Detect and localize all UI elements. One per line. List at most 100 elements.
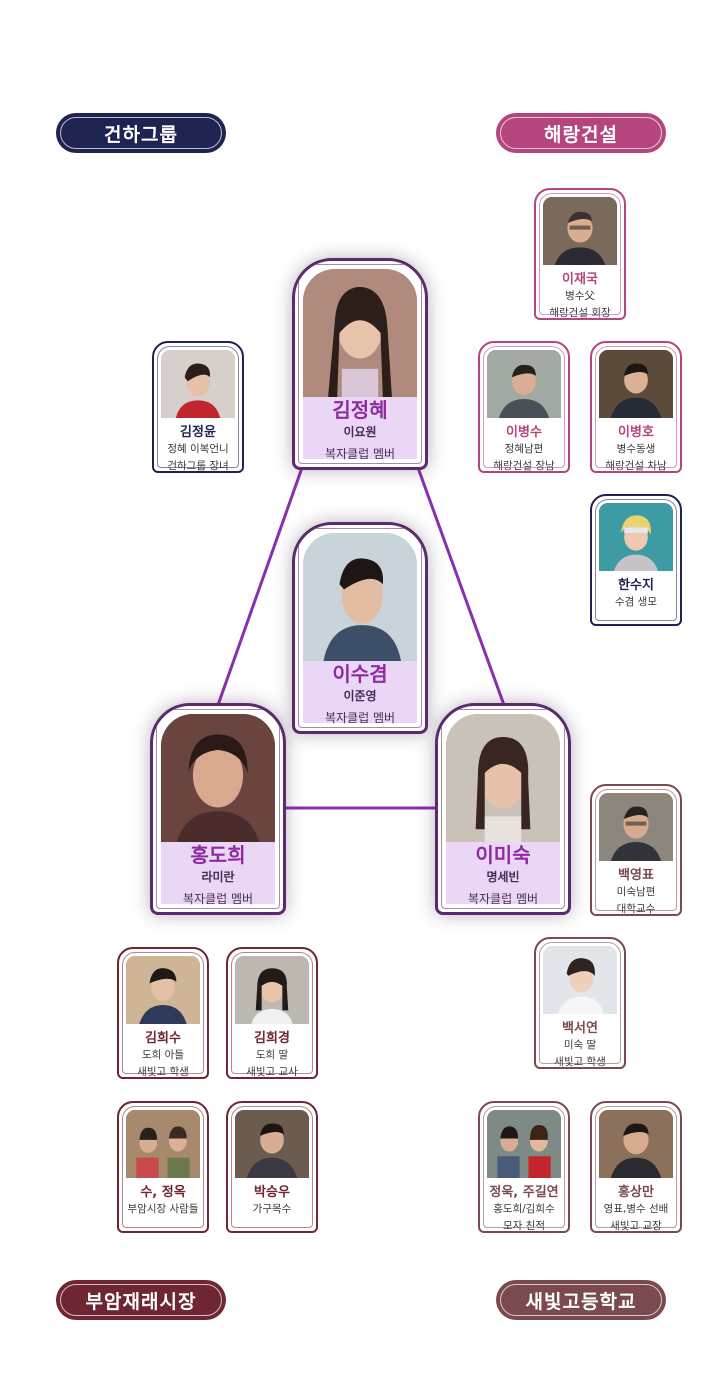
character-name: 김희경 [254, 1027, 290, 1046]
character-relation: 새빛고 교장 [610, 1220, 662, 1233]
character-relation: 정혜 이복언니 [167, 443, 228, 457]
actor-name: 라미란 [201, 868, 234, 885]
character-relation: 새빛고 학생 [137, 1066, 189, 1079]
character-name: 김정윤 [180, 421, 216, 440]
portrait-photo [126, 956, 200, 1024]
character-relation: 가구목수 [253, 1203, 292, 1217]
character-relation: 건하그룹 장녀 [167, 460, 228, 473]
character-relation: 도희 아들 [142, 1049, 184, 1063]
character-relation: 부암시장 사람들 [128, 1203, 199, 1217]
line-jeonghye-misuk [417, 465, 504, 705]
character-relation: 해랑건설 회장 [549, 307, 610, 320]
portrait-photo [235, 956, 309, 1024]
portrait-photo [599, 503, 673, 571]
character-name: 이수겸 [332, 658, 387, 687]
character-name: 백영표 [618, 864, 654, 883]
character-relation: 병수동생 [617, 443, 656, 457]
character-relation: 영표,병수 선배 [604, 1203, 669, 1217]
character-name: 김희수 [145, 1027, 181, 1046]
card-misuk[interactable]: 이미숙 명세빈 복자클럽 멤버 [435, 703, 571, 915]
portrait-photo [303, 533, 417, 661]
character-relation: 미숙남편 [617, 886, 656, 900]
character-role: 복자클럽 멤버 [325, 445, 395, 462]
portrait-photo [235, 1110, 309, 1178]
card-info: 이미숙 명세빈 복자클럽 멤버 [446, 842, 560, 904]
portrait-photo [487, 1110, 561, 1178]
portrait-photo [161, 350, 235, 418]
character-name: 이병호 [618, 421, 654, 440]
actor-name: 명세빈 [486, 868, 519, 885]
card-dohui[interactable]: 홍도희 라미란 복자클럽 멤버 [150, 703, 286, 915]
character-name: 정욱, 주길연 [489, 1181, 558, 1200]
character-name: 이재국 [562, 268, 598, 287]
group-label: 부암재래시장 [86, 1287, 197, 1314]
character-name: 수, 정옥 [140, 1181, 185, 1200]
portrait-photo [599, 350, 673, 418]
card-info: 홍도희 라미란 복자클럽 멤버 [161, 842, 275, 904]
portrait-photo [161, 714, 275, 842]
character-name: 이병수 [506, 421, 542, 440]
portrait-photo [446, 714, 560, 842]
card-jeonghye[interactable]: 김정혜 이요원 복자클럽 멤버 [292, 258, 428, 470]
character-relation: 홍도희/김희수 [493, 1203, 555, 1217]
character-relation: 병수父 [565, 290, 595, 304]
character-relation: 미숙 딸 [564, 1039, 596, 1053]
character-name: 박승우 [254, 1181, 290, 1200]
character-name: 김정혜 [332, 394, 387, 423]
portrait-photo [599, 793, 673, 861]
portrait-photo [543, 197, 617, 265]
character-relation: 모자 친적 [503, 1220, 545, 1233]
group-banner-buam: 부암재래시장 [56, 1280, 226, 1320]
character-name: 홍도희 [190, 839, 245, 868]
character-name: 백서연 [562, 1017, 598, 1036]
character-relation: 해랑건설 장남 [493, 460, 554, 473]
character-relation: 해랑건설 차남 [605, 460, 666, 473]
card-sugyeom[interactable]: 이수겸 이준영 복자클럽 멤버 [292, 522, 428, 734]
group-label: 건하그룹 [104, 120, 178, 147]
character-relation: 수겸 생모 [615, 596, 657, 610]
character-relation: 대학교수 [617, 903, 656, 916]
character-relation: 새빛고 교사 [246, 1066, 298, 1079]
group-banner-saebit: 새빛고등학교 [496, 1280, 666, 1320]
line-jeonghye-dohui [218, 465, 303, 705]
card-info: 김정혜 이요원 복자클럽 멤버 [303, 397, 417, 459]
group-label: 새빛고등학교 [526, 1287, 637, 1314]
character-relation: 정혜남편 [505, 443, 544, 457]
character-role: 복자클럽 멤버 [183, 890, 253, 907]
actor-name: 이요원 [343, 423, 376, 440]
actor-name: 이준영 [343, 687, 376, 704]
character-name: 홍상만 [618, 1181, 654, 1200]
group-banner-haerang: 해랑건설 [496, 113, 666, 153]
portrait-photo [487, 350, 561, 418]
portrait-photo [126, 1110, 200, 1178]
character-name: 이미숙 [475, 839, 530, 868]
portrait-photo [303, 269, 417, 397]
character-relation: 도희 딸 [256, 1049, 288, 1063]
group-label: 해랑건설 [544, 120, 618, 147]
portrait-photo [543, 946, 617, 1014]
